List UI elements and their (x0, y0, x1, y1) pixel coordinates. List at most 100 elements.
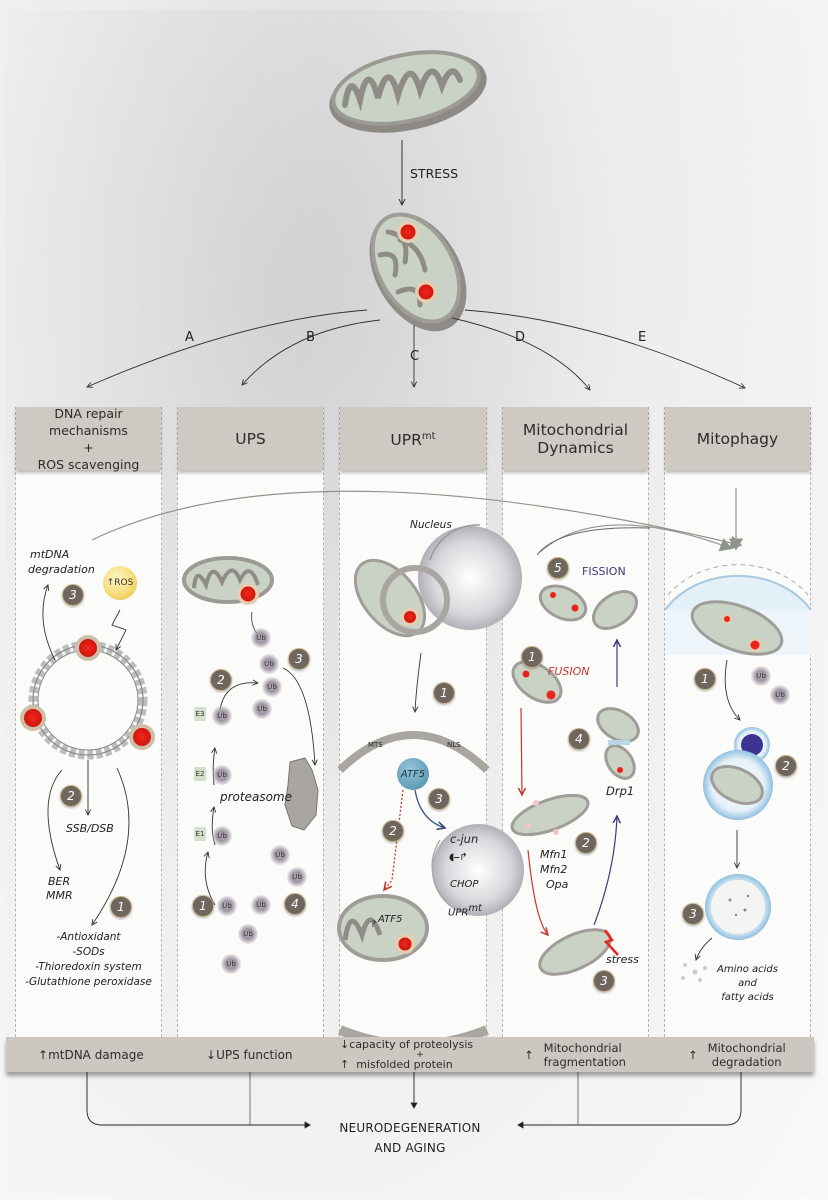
step-badge-1: 1 (694, 668, 716, 690)
branch-label-e: E (638, 330, 647, 345)
step-badge-2: 2 (775, 755, 797, 777)
ubiquitin-icon: Ub (287, 867, 307, 887)
final-line: NEURODEGENERATION (339, 1121, 481, 1135)
up-arrow-icon: ↑ (38, 1047, 49, 1062)
nls-label: NLS (447, 741, 461, 749)
outcome-text: UPS function (216, 1047, 293, 1062)
fission-mito-1-icon (538, 584, 588, 622)
branch-label-b: B (306, 330, 315, 345)
step-badge-2: 2 (60, 785, 82, 807)
ubiquitin-icon: Ub (751, 666, 771, 686)
question-label: ? (371, 920, 376, 930)
antioxidant-item: -Antioxidant (56, 931, 121, 943)
header-line: Mitophagy (696, 429, 779, 448)
header-line: Mitochondrial (522, 420, 629, 439)
atf5-mito-label: ATF5 (378, 914, 403, 925)
ubiquitin-icon: Ub (221, 954, 241, 974)
chop-label: CHOP (450, 879, 479, 890)
step-badge-2: 2 (210, 669, 232, 691)
step-badge-1: 1 (110, 896, 132, 918)
upr-label: UPR (448, 907, 469, 919)
antioxidant-item: -Thioredoxin system (35, 961, 142, 973)
cell-membrane (337, 731, 490, 773)
mtdna-label: mtDNA (30, 548, 70, 561)
column-header-ups: UPS (178, 407, 323, 470)
amino-fatty-acids-label: Amino acids and fatty acids (700, 963, 795, 1005)
fusion-mito-icon (511, 660, 563, 704)
opa-label: Opa (546, 878, 569, 891)
outcome-text: misfolded protein (356, 1057, 453, 1071)
step-badge-3: 3 (62, 584, 84, 606)
atf5-label: ATF5 (400, 768, 426, 780)
outcome-text: Mitochondrial (543, 1040, 622, 1055)
step-badge-2: 2 (575, 832, 597, 854)
amino-line: fatty acids (721, 992, 774, 1003)
step-badge-1: 1 (521, 646, 543, 668)
amino-line: Amino acids (717, 964, 778, 975)
stressed-mitochondrion-icon (369, 212, 467, 332)
final-outcome: NEURODEGENERATION AND AGING (300, 1118, 520, 1158)
step-badge-3: 3 (288, 648, 310, 670)
outcome-text: mtDNA damage (48, 1047, 144, 1062)
branch-label-c: C (410, 349, 420, 364)
column-header-dna-repair: DNA repair mechanisms + ROS scavenging (16, 405, 161, 472)
proteasome-icon (284, 757, 319, 831)
antioxidant-item: -SODs (72, 946, 105, 958)
step-badge-4: 4 (284, 893, 306, 915)
arc-arrow-to-mitophagy (539, 524, 733, 553)
mts-label: MTS (368, 741, 383, 749)
ubiquitin-icon: Ub (251, 895, 271, 915)
header-line: UPS (235, 429, 266, 448)
ssb-dsb-label: SSB/DSB (66, 822, 114, 835)
proteasome-label: proteasome (220, 790, 292, 804)
uprmt-gene-label: UPRmt (448, 903, 482, 918)
outcome-text: fragmentation (543, 1054, 626, 1069)
step-badge-2: 2 (382, 820, 404, 842)
outcome-text: capacity of proteolysis (349, 1037, 474, 1051)
step-badge-3: 3 (428, 788, 450, 810)
plus-sign: + (416, 1049, 424, 1060)
header-line: Dynamics (537, 438, 614, 457)
mfn1-label: Mfn1 (540, 848, 568, 861)
up-arrow-icon: ↑ (340, 1057, 350, 1071)
outcome-bar: ↑ mtDNA damage ↓ UPS function ↓capacity … (6, 1037, 814, 1072)
outcome-text: Mitochondrial (707, 1040, 786, 1055)
column-header-uprmt: UPRmt (340, 407, 486, 470)
amino-acid-dots-icon (681, 963, 707, 982)
step-badge-5: 5 (547, 557, 569, 579)
outcome-ups-function: ↓ UPS function (206, 1037, 293, 1072)
branch-arrow-a (87, 309, 368, 387)
mtdna-ring-icon (20, 635, 155, 760)
column-header-mito-dynamics: Mitochondrial Dynamics (503, 407, 648, 470)
ubiquitin-icon: Ub (770, 685, 790, 705)
stress-small-label: stress (606, 953, 639, 966)
step-badge-1: 1 (192, 895, 214, 917)
step-badge-3: 3 (593, 970, 615, 992)
lightning-arrow-icon (111, 609, 127, 650)
branch-arrow-d (451, 317, 590, 390)
ros-icon: ↑ROS (103, 566, 137, 600)
ubiquitin-icon: Ub (212, 765, 232, 785)
ubiquitin-icon: Ub (262, 677, 282, 697)
e1-enzyme-box: E1 (194, 827, 206, 841)
header-line: DNA repair mechanisms (49, 405, 128, 438)
ups-mitochondrion-icon (182, 556, 274, 605)
upr-sup: mt (468, 903, 482, 914)
uprmt-atf5-mitochondrion-icon (337, 894, 429, 962)
column-header-mitophagy: Mitophagy (665, 407, 810, 470)
degradation-label: degradation (28, 563, 95, 576)
ros-label: ROS (114, 578, 134, 588)
fused-mito-icon (510, 793, 590, 837)
ubiquitin-icon: Ub (212, 826, 232, 846)
final-line: AND AGING (374, 1141, 446, 1155)
e2-enzyme-box: E2 (194, 767, 206, 781)
healthy-mitochondrion-icon (329, 50, 487, 133)
fusion-label: FUSION (548, 665, 590, 678)
amino-line: and (738, 978, 757, 989)
c-jun-label: c-jun (450, 832, 479, 846)
ubiquitin-icon: Ub (252, 699, 272, 719)
antioxidant-list: -Antioxidant -SODs -Thioredoxin system -… (15, 930, 162, 990)
